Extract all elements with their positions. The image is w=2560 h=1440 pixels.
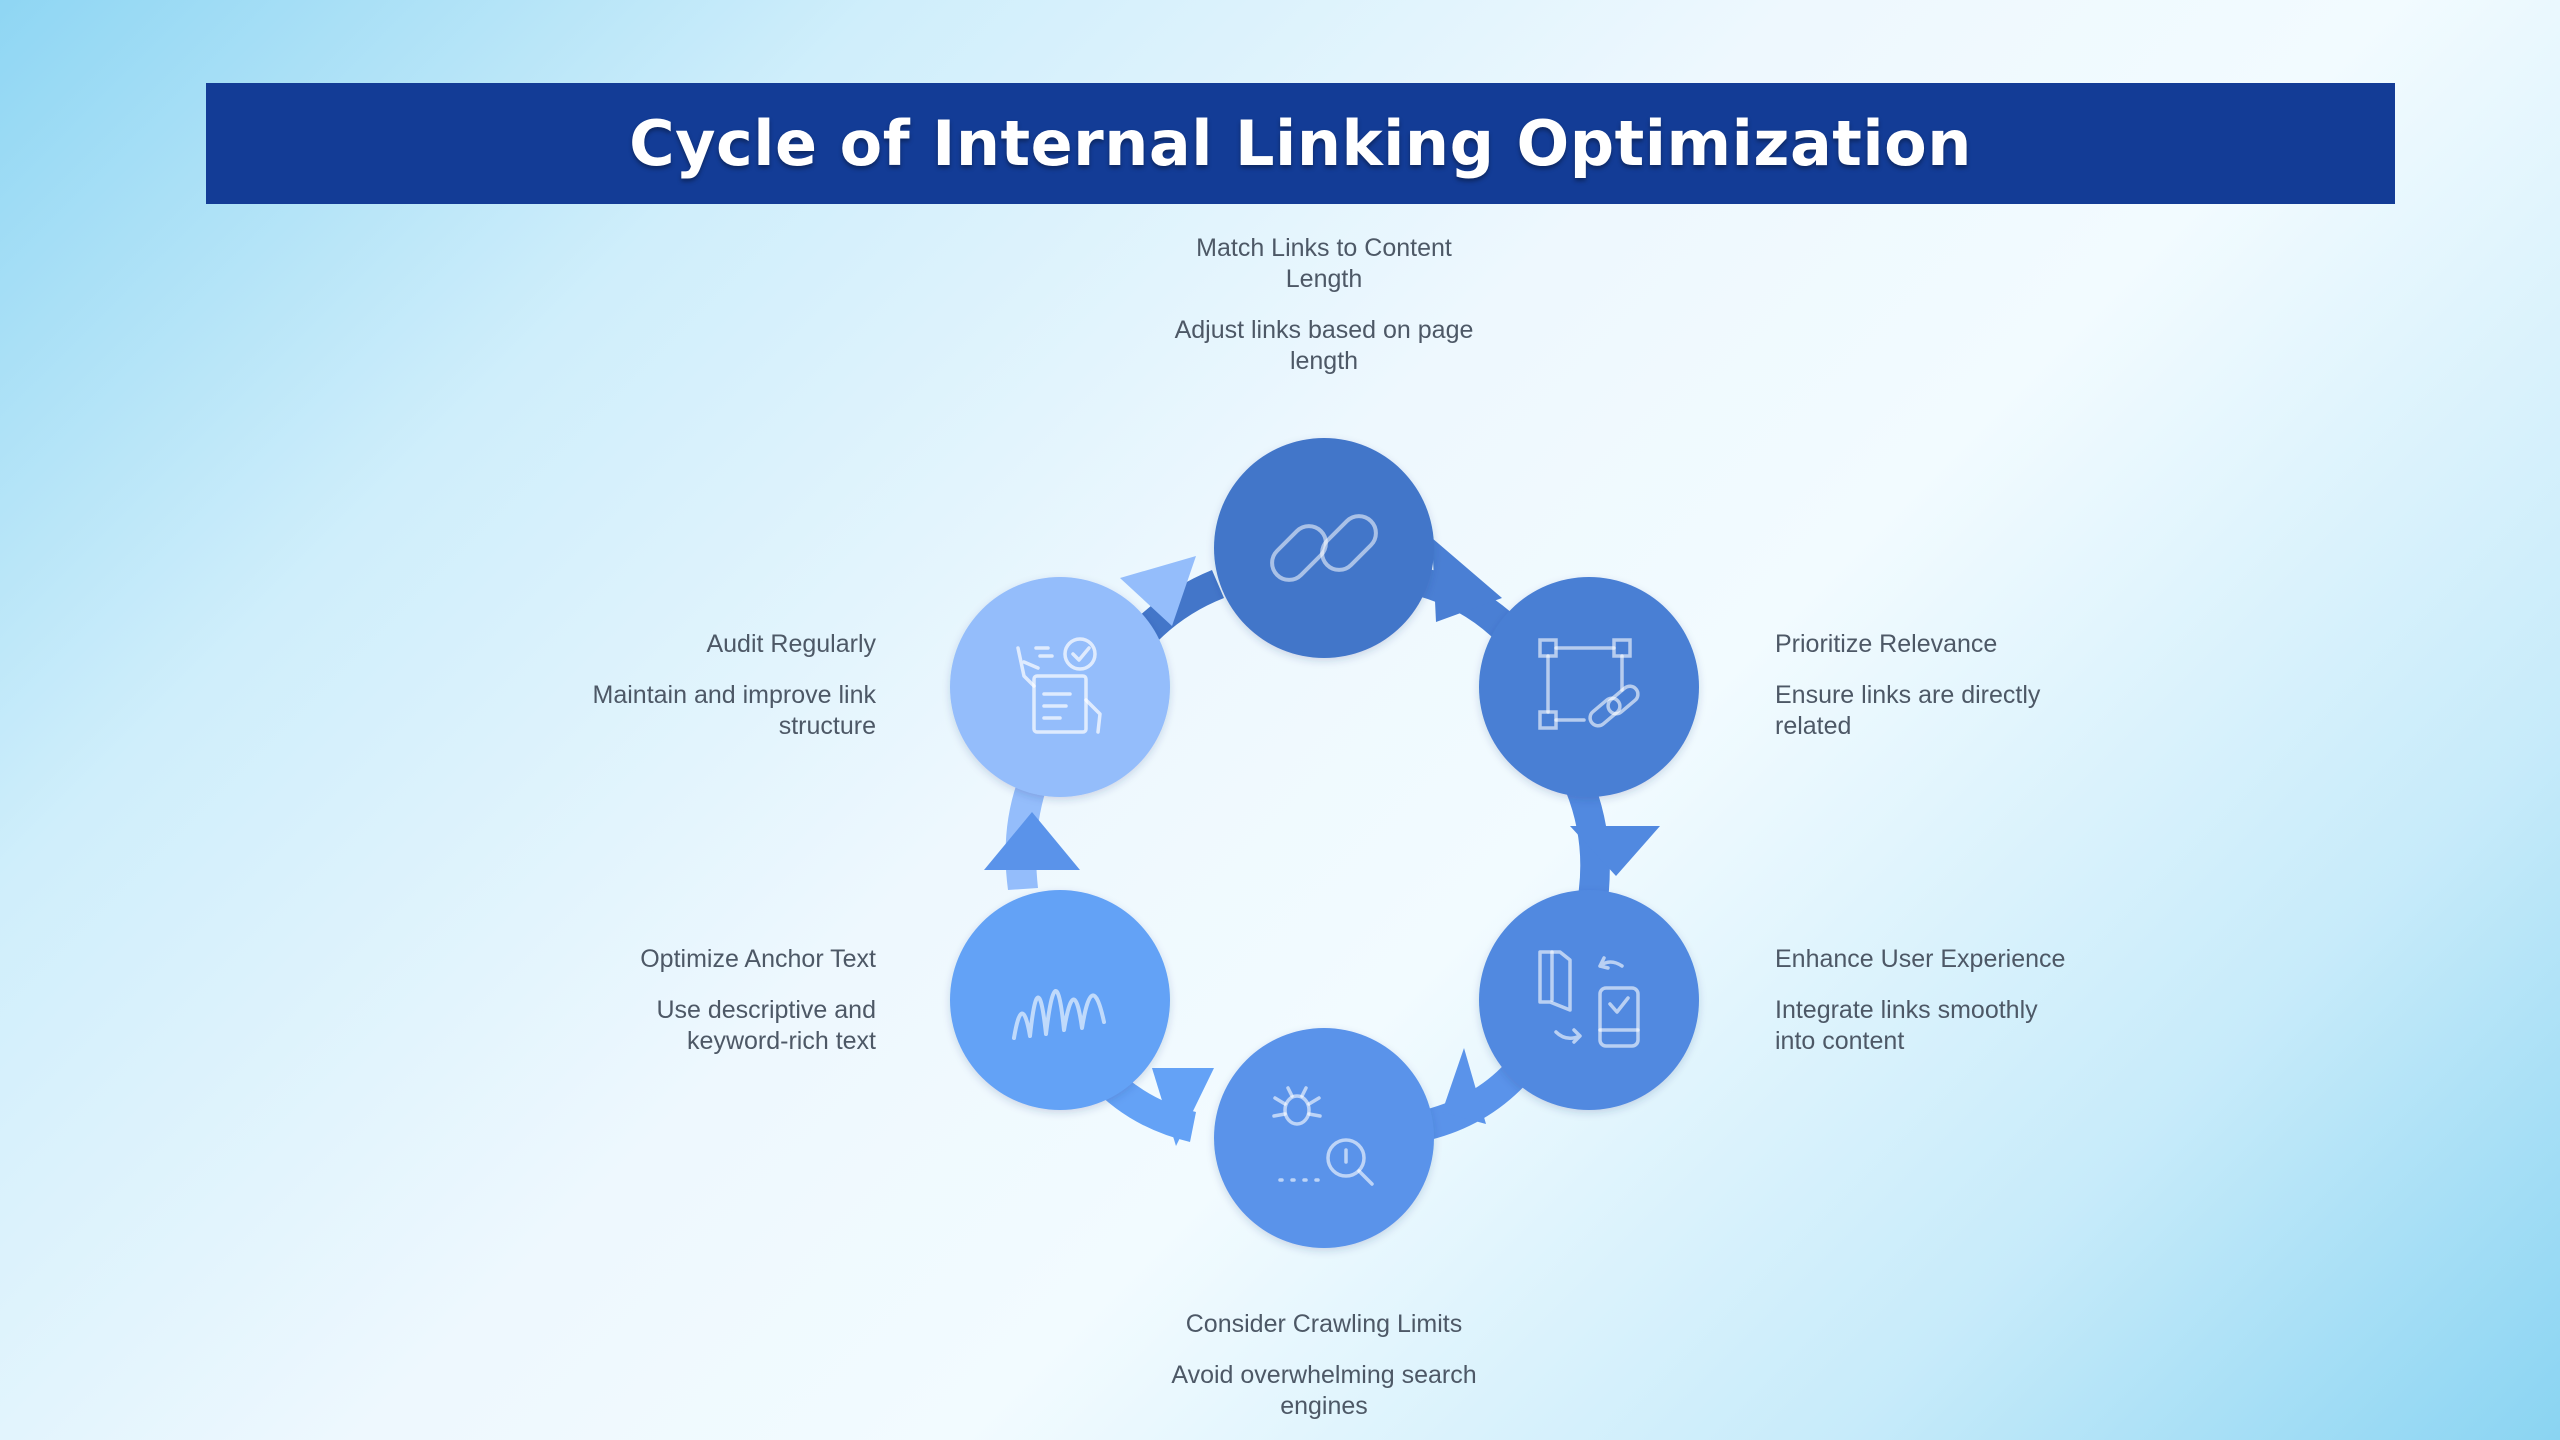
devices-sync-icon [1538, 950, 1640, 1048]
step-description: Integrate links smoothly into content [1775, 996, 2038, 1055]
step-label-enhance-ux: Enhance User Experience Integrate links … [1775, 944, 2075, 1057]
step-description: Ensure links are directly related [1775, 681, 2041, 740]
step-label-audit: Audit Regularly Maintain and improve lin… [556, 629, 876, 742]
step-heading: Optimize Anchor Text [640, 945, 876, 973]
step-node-crawling-limits [1214, 1028, 1434, 1248]
step-label-anchor-text: Optimize Anchor Text Use descriptive and… [596, 944, 876, 1057]
connector-arrowhead-4 [1152, 1068, 1214, 1146]
connector-arrowhead-5 [984, 812, 1080, 870]
step-label-match-links: Match Links to Content Length Adjust lin… [1164, 233, 1484, 377]
step-description: Use descriptive and keyword-rich text [656, 996, 876, 1055]
step-heading: Match Links to Content Length [1196, 234, 1452, 293]
clipboard-check-icon [1016, 637, 1102, 734]
title-banner: Cycle of Internal Linking Optimization [206, 83, 2395, 204]
wave-text-icon [1012, 989, 1106, 1040]
step-label-prioritize-relevance: Prioritize Relevance Ensure links are di… [1775, 629, 2075, 742]
step-description: Maintain and improve link structure [592, 681, 876, 740]
step-heading: Prioritize Relevance [1775, 630, 1998, 658]
step-heading: Consider Crawling Limits [1185, 1310, 1463, 1338]
step-node-prioritize-relevance [1479, 577, 1699, 797]
connector-arrowhead-6 [1120, 556, 1196, 626]
page-title: Cycle of Internal Linking Optimization [629, 107, 1972, 180]
connector-arrowhead-3 [1442, 1048, 1486, 1124]
bug-search-icon [1272, 1086, 1374, 1186]
chain-link-icon [1270, 514, 1378, 582]
step-heading: Enhance User Experience [1775, 945, 2066, 973]
step-node-audit [950, 577, 1170, 797]
step-node-match-links [1214, 438, 1434, 658]
step-description: Avoid overwhelming search engines [1171, 1361, 1477, 1420]
step-heading: Audit Regularly [706, 630, 876, 658]
connector-arrowhead-1 [1432, 538, 1502, 622]
step-label-crawling-limits: Consider Crawling Limits Avoid overwhelm… [1154, 1309, 1494, 1422]
step-node-enhance-ux [1479, 890, 1699, 1110]
frame-link-icon [1538, 638, 1640, 730]
step-node-anchor-text [950, 890, 1170, 1110]
step-description: Adjust links based on page length [1174, 316, 1474, 375]
connector-arrowhead-2 [1570, 826, 1660, 876]
